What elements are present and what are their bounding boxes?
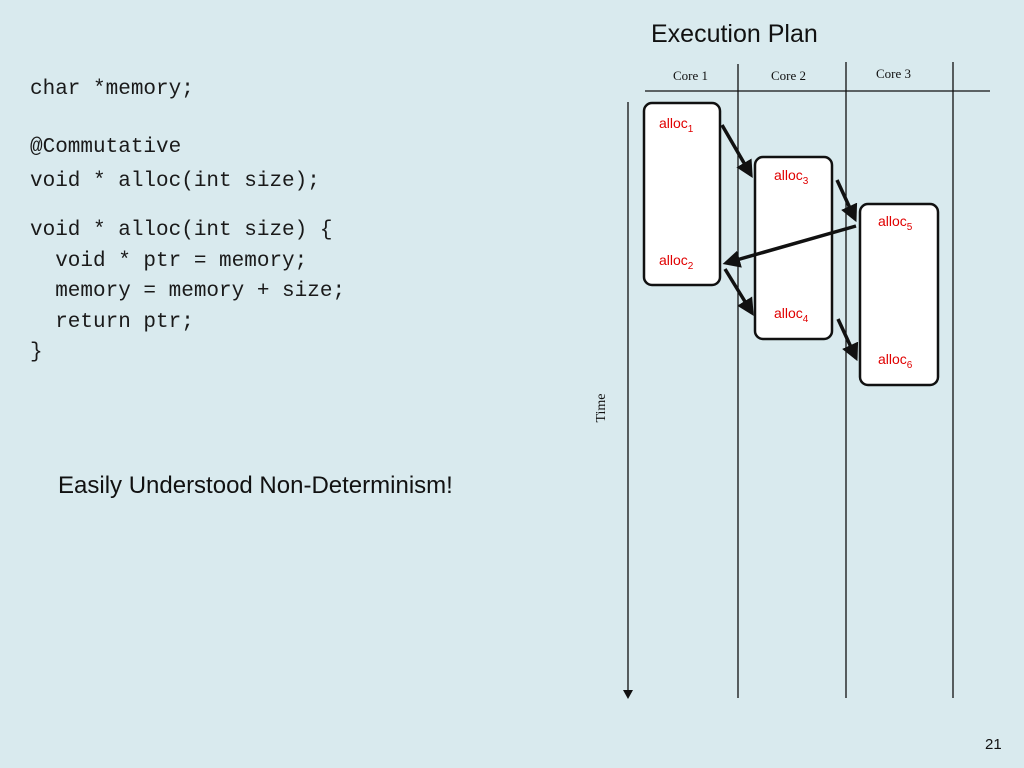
time-axis-label: Time xyxy=(594,393,609,423)
alloc-4-label: alloc4 xyxy=(774,305,809,325)
core2-task-box xyxy=(753,155,834,341)
core-3-header: Core 3 xyxy=(876,66,912,81)
core-2-header: Core 2 xyxy=(771,68,807,83)
alloc-2-label: alloc2 xyxy=(659,252,694,272)
arrow-alloc5-to-alloc2 xyxy=(722,224,857,268)
alloc-6-label: alloc6 xyxy=(878,351,913,371)
core1-task-box xyxy=(642,101,722,287)
code-function-definition: void * alloc(int size) { void * ptr = me… xyxy=(30,219,346,364)
execution-plan-title: Execution Plan xyxy=(651,20,818,48)
caption: Easily Understood Non-Determinism! xyxy=(58,472,453,499)
core-1-header: Core 1 xyxy=(673,68,709,83)
arrow-alloc4-to-alloc6 xyxy=(836,318,859,362)
alloc-5-label: alloc5 xyxy=(878,213,913,233)
code-annotation: @Commutative xyxy=(30,136,182,159)
alloc-1-label: alloc1 xyxy=(659,115,694,135)
arrow-alloc3-to-alloc5 xyxy=(835,179,858,223)
core3-task-box xyxy=(858,202,940,387)
code-memory-decl: char *memory; xyxy=(30,78,194,101)
alloc-3-label: alloc3 xyxy=(774,167,809,187)
page-number: 21 xyxy=(985,736,1002,753)
arrow-alloc1-to-alloc3 xyxy=(720,124,753,179)
code-function-declaration: void * alloc(int size); xyxy=(30,170,320,193)
time-axis-arrowhead xyxy=(623,690,633,699)
arrow-alloc2-to-alloc4 xyxy=(723,268,754,316)
